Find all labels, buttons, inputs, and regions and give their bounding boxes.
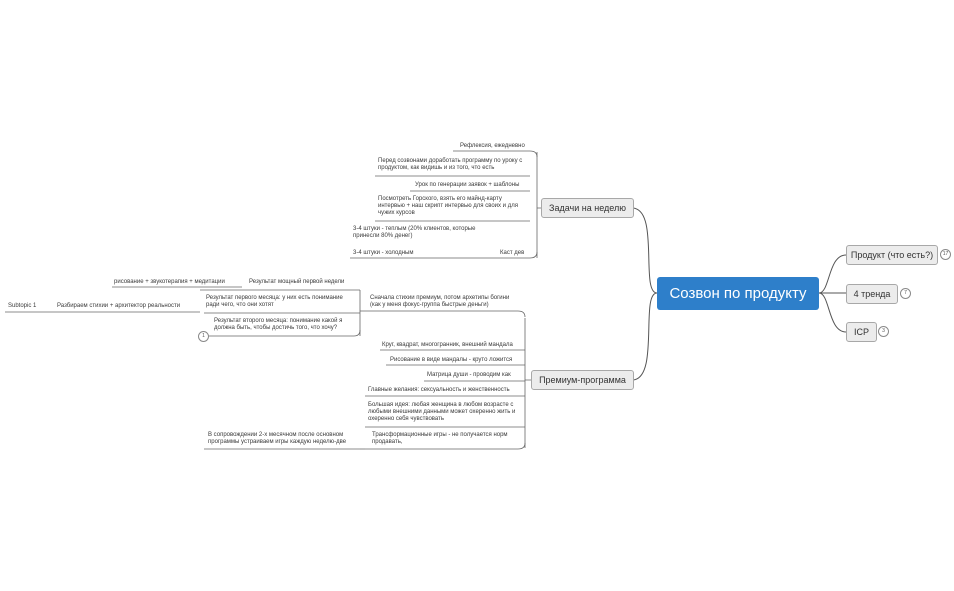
premium-item[interactable]: Матрица души - проводим как xyxy=(427,372,511,378)
task-item[interactable]: Рефлексия, ежедневно xyxy=(460,143,525,149)
premium-item[interactable]: Круг, квадрат, многогранник, внешний ман… xyxy=(382,342,513,348)
premium-item[interactable]: Subtopic 1 xyxy=(8,303,37,309)
premium-item[interactable]: Главные желания: сексуальность и женстве… xyxy=(368,387,510,393)
topic-tasks[interactable]: Задачи на неделю xyxy=(541,198,634,218)
topic-premium[interactable]: Премиум-программа xyxy=(531,370,634,390)
task-item[interactable]: 3-4 штуки - холодным xyxy=(353,250,414,256)
premium-item[interactable]: Результат второго месяца: понимание како… xyxy=(214,318,343,332)
connector-central-tasks xyxy=(631,207,658,294)
premium-item[interactable]: Рисование в виде мандалы - круто ложится xyxy=(390,357,513,363)
premium-item[interactable]: В сопровождении 2-х месячном после основ… xyxy=(208,432,347,446)
premium-item[interactable]: Трансформационные игры - не получается н… xyxy=(372,432,508,446)
collapse-badge-premium-sub[interactable]: 1 xyxy=(198,331,209,342)
premium-item[interactable]: Большая идея: любая женщина в любом возр… xyxy=(368,402,516,423)
topic-product[interactable]: Продукт (что есть?) xyxy=(846,245,938,265)
premium-item[interactable]: Сначала стихии премиум, потом архетипы б… xyxy=(370,295,510,309)
collapse-badge-trends[interactable]: 7 xyxy=(900,288,911,299)
task-item[interactable]: Каст дев xyxy=(500,250,525,256)
task-item[interactable]: 3-4 штуки - теплым (20% клиентов, которы… xyxy=(353,226,476,240)
connector-central-premium xyxy=(631,292,658,381)
central-topic[interactable]: Созвон по продукту xyxy=(657,277,819,310)
topic-trends[interactable]: 4 тренда xyxy=(846,284,898,304)
sub-bracket xyxy=(359,290,365,336)
task-item[interactable]: Урок по генерации заявок + шаблоны xyxy=(415,182,520,188)
tasks-bracket xyxy=(536,152,541,258)
task-item[interactable]: Перед созвонами доработать программу по … xyxy=(378,158,523,172)
premium-item[interactable]: рисование + звукотерапия + медитации xyxy=(114,279,225,285)
task-item[interactable]: Посмотреть Горского, взять его майнд-кар… xyxy=(378,196,518,217)
premium-item[interactable]: Разбираем стихии + архитектор реальности xyxy=(57,303,181,309)
topic-icp[interactable]: ICP xyxy=(846,322,877,342)
collapse-badge-product[interactable]: 17 xyxy=(940,249,951,260)
premium-bracket xyxy=(524,318,531,448)
premium-item[interactable]: Результат первого месяца: у них есть пон… xyxy=(206,295,343,309)
collapse-badge-icp[interactable]: 3 xyxy=(878,326,889,337)
connector-central-icp xyxy=(818,292,847,333)
premium-item[interactable]: Результат мощный первой недели xyxy=(249,279,345,285)
connector-central-product xyxy=(818,254,847,294)
